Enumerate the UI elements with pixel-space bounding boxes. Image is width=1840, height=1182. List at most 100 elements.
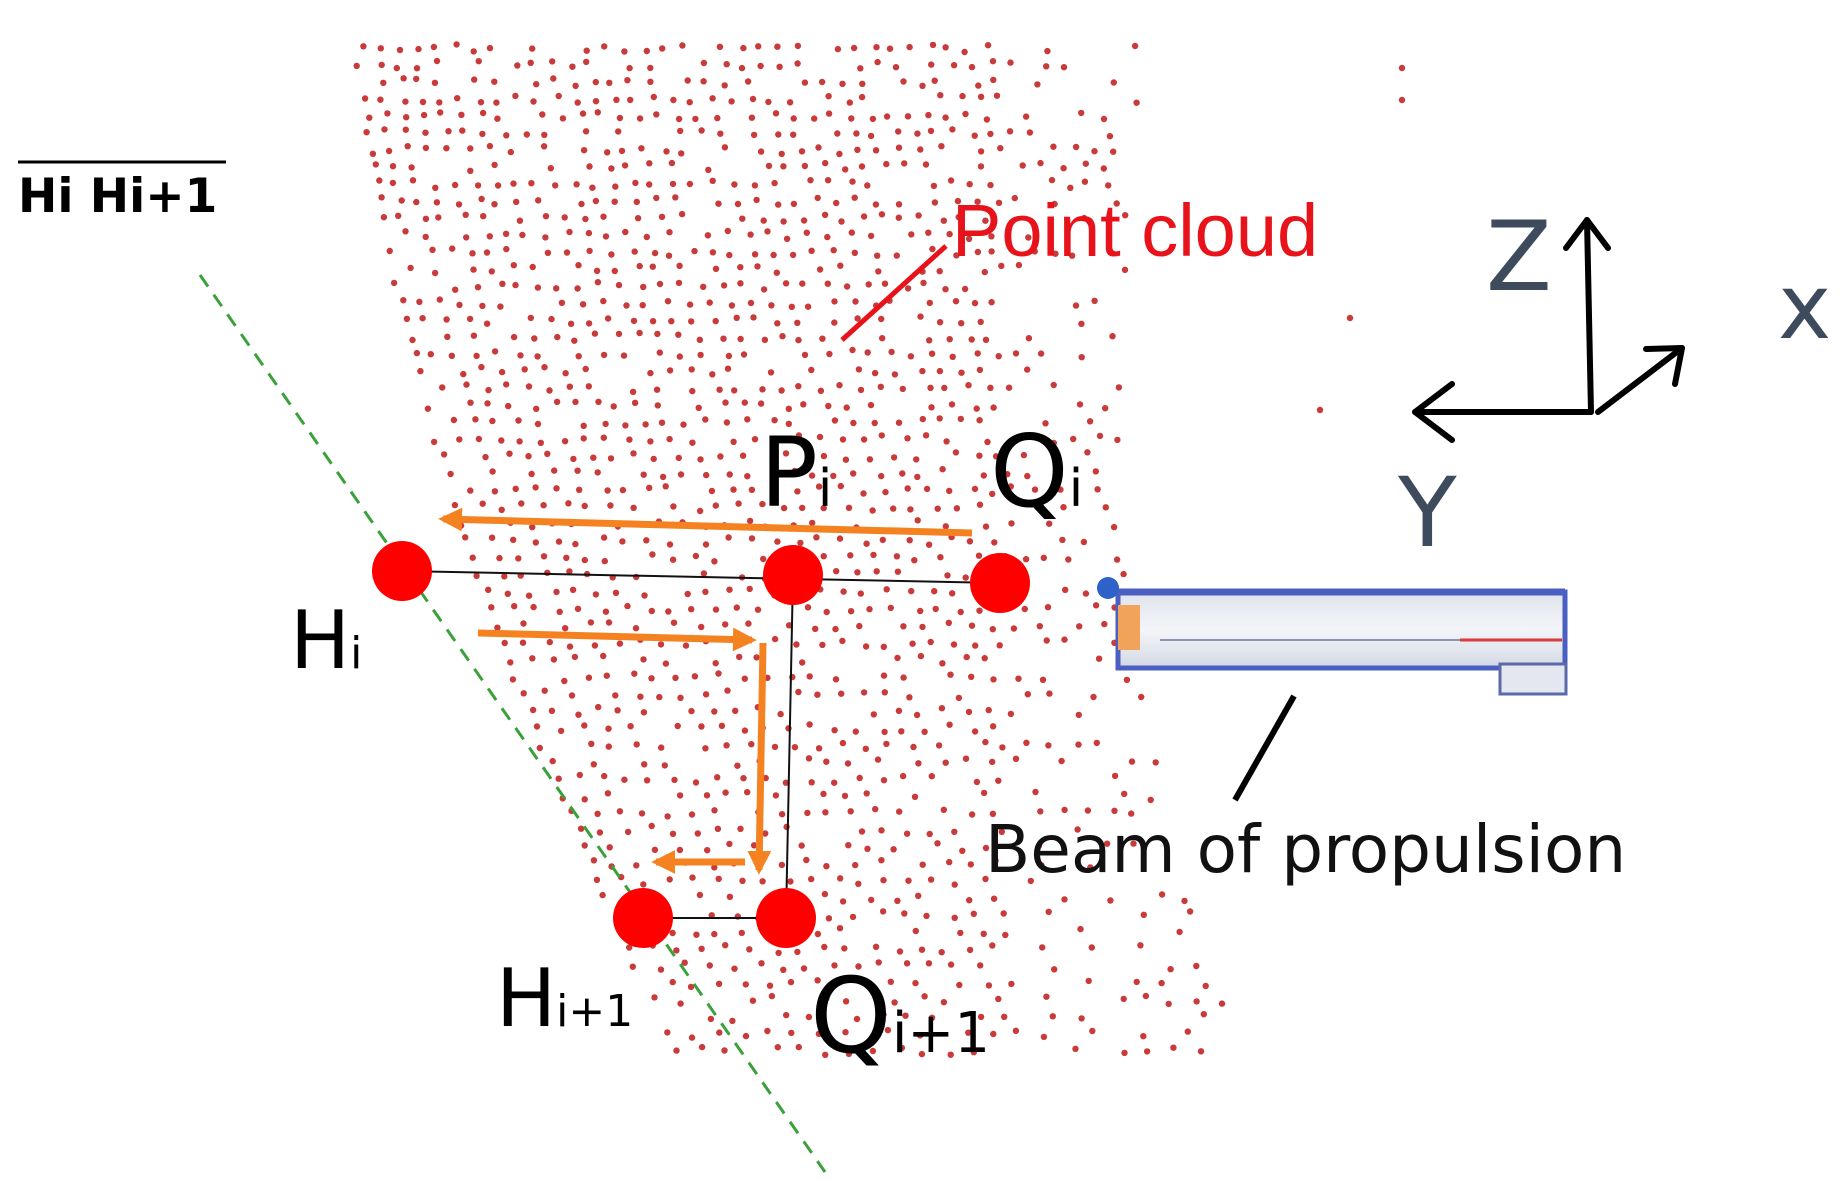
cloud-dot bbox=[530, 603, 537, 611]
cloud-dot bbox=[808, 472, 816, 479]
cloud-dot bbox=[803, 229, 810, 236]
cloud-dot bbox=[676, 846, 684, 854]
cloud-dot bbox=[488, 268, 495, 275]
cloud-dot bbox=[714, 825, 722, 832]
cloud-dot bbox=[825, 402, 832, 410]
cloud-dot bbox=[463, 234, 470, 241]
cloud-dot bbox=[721, 144, 729, 151]
cloud-dot bbox=[962, 110, 969, 118]
cloud-dot bbox=[600, 534, 608, 541]
cloud-dot bbox=[786, 99, 794, 106]
cloud-dot bbox=[1067, 184, 1074, 191]
cloud-dot bbox=[633, 862, 640, 869]
cloud-dot bbox=[602, 420, 609, 428]
cloud-dot bbox=[984, 42, 992, 49]
cloud-dot bbox=[643, 47, 650, 55]
cloud-dot bbox=[532, 539, 539, 546]
cloud-dot bbox=[1093, 739, 1101, 747]
cloud-dot bbox=[704, 847, 711, 854]
beam-foot bbox=[1498, 662, 1568, 696]
cloud-dot bbox=[908, 587, 915, 595]
cloud-dot bbox=[1092, 468, 1100, 475]
cloud-dot bbox=[577, 825, 585, 832]
cloud-dot bbox=[947, 671, 954, 678]
cloud-dot bbox=[854, 569, 861, 576]
x-arrowhead-icon bbox=[1643, 345, 1685, 387]
cloud-dot bbox=[1122, 212, 1129, 219]
cloud-dot bbox=[775, 949, 782, 957]
cloud-dot bbox=[676, 262, 683, 269]
cloud-dot bbox=[624, 828, 632, 836]
cloud-dot bbox=[935, 742, 943, 749]
cloud-dot bbox=[809, 519, 816, 527]
cloud-dot bbox=[857, 65, 864, 72]
cloud-dot bbox=[413, 349, 421, 357]
cloud-dot bbox=[815, 1030, 823, 1038]
cloud-dot bbox=[1158, 979, 1165, 987]
cloud-dot bbox=[872, 805, 879, 813]
cloud-dot bbox=[915, 892, 922, 899]
cloud-dot bbox=[692, 779, 700, 786]
cloud-dot bbox=[475, 435, 483, 443]
arrow-right bbox=[477, 627, 757, 652]
beam-label: Beam of propulsion bbox=[985, 811, 1626, 888]
cloud-dot bbox=[1044, 604, 1052, 611]
cloud-dot bbox=[848, 115, 855, 122]
cloud-dot bbox=[640, 471, 647, 478]
cloud-dot bbox=[610, 403, 617, 410]
cloud-dot bbox=[927, 876, 935, 883]
cloud-dot bbox=[449, 245, 456, 252]
cloud-dot bbox=[724, 687, 731, 694]
cloud-dot bbox=[982, 738, 989, 746]
cloud-dot bbox=[636, 115, 644, 122]
cloud-dot bbox=[977, 148, 985, 155]
cloud-dot bbox=[403, 315, 411, 322]
cloud-dot bbox=[818, 78, 826, 86]
cloud-dot bbox=[704, 232, 712, 239]
cloud-dot bbox=[393, 64, 400, 72]
cloud-dot bbox=[858, 93, 866, 101]
cloud-dot bbox=[737, 825, 744, 832]
cloud-dot bbox=[689, 387, 696, 395]
cloud-dot bbox=[748, 486, 756, 493]
cloud-dot bbox=[989, 758, 996, 766]
cloud-dot bbox=[800, 217, 808, 224]
cloud-dot bbox=[712, 317, 719, 325]
cloud-dot bbox=[460, 370, 467, 378]
cloud-dot bbox=[961, 48, 968, 56]
cloud-dot bbox=[402, 98, 409, 105]
cloud-dot bbox=[1142, 992, 1150, 1000]
cloud-dot bbox=[1186, 908, 1194, 915]
cloud-dot bbox=[612, 183, 619, 190]
cloud-dot bbox=[785, 622, 793, 629]
cloud-dot bbox=[651, 994, 658, 1001]
cloud-dot bbox=[726, 586, 733, 593]
cloud-dot bbox=[772, 792, 780, 799]
cloud-dot bbox=[515, 417, 522, 424]
cloud-dot bbox=[433, 199, 441, 206]
cloud-dot bbox=[976, 501, 984, 508]
cloud-dot bbox=[853, 1015, 861, 1023]
cloud-dot bbox=[669, 830, 677, 837]
cloud-dot bbox=[739, 452, 747, 459]
cloud-dot bbox=[940, 999, 948, 1006]
cloud-dot bbox=[953, 505, 961, 512]
cloud-dot bbox=[914, 473, 921, 481]
cloud-dot bbox=[1088, 944, 1096, 951]
cloud-dot bbox=[765, 98, 772, 106]
cloud-dot bbox=[643, 777, 651, 784]
cloud-dot bbox=[919, 415, 926, 423]
cloud-dot bbox=[942, 44, 949, 51]
cloud-dot bbox=[498, 437, 505, 444]
cloud-dot bbox=[711, 708, 718, 715]
cloud-dot bbox=[936, 319, 944, 326]
cloud-dot bbox=[970, 1049, 977, 1056]
cloud-dot bbox=[561, 438, 569, 445]
cloud-dot bbox=[384, 110, 391, 117]
cloud-dot bbox=[880, 877, 887, 884]
cloud-dot bbox=[904, 285, 912, 292]
cloud-dot bbox=[496, 554, 503, 562]
cloud-dot bbox=[574, 467, 581, 474]
arrow-down bbox=[747, 642, 772, 875]
cloud-dot bbox=[1170, 1044, 1177, 1051]
